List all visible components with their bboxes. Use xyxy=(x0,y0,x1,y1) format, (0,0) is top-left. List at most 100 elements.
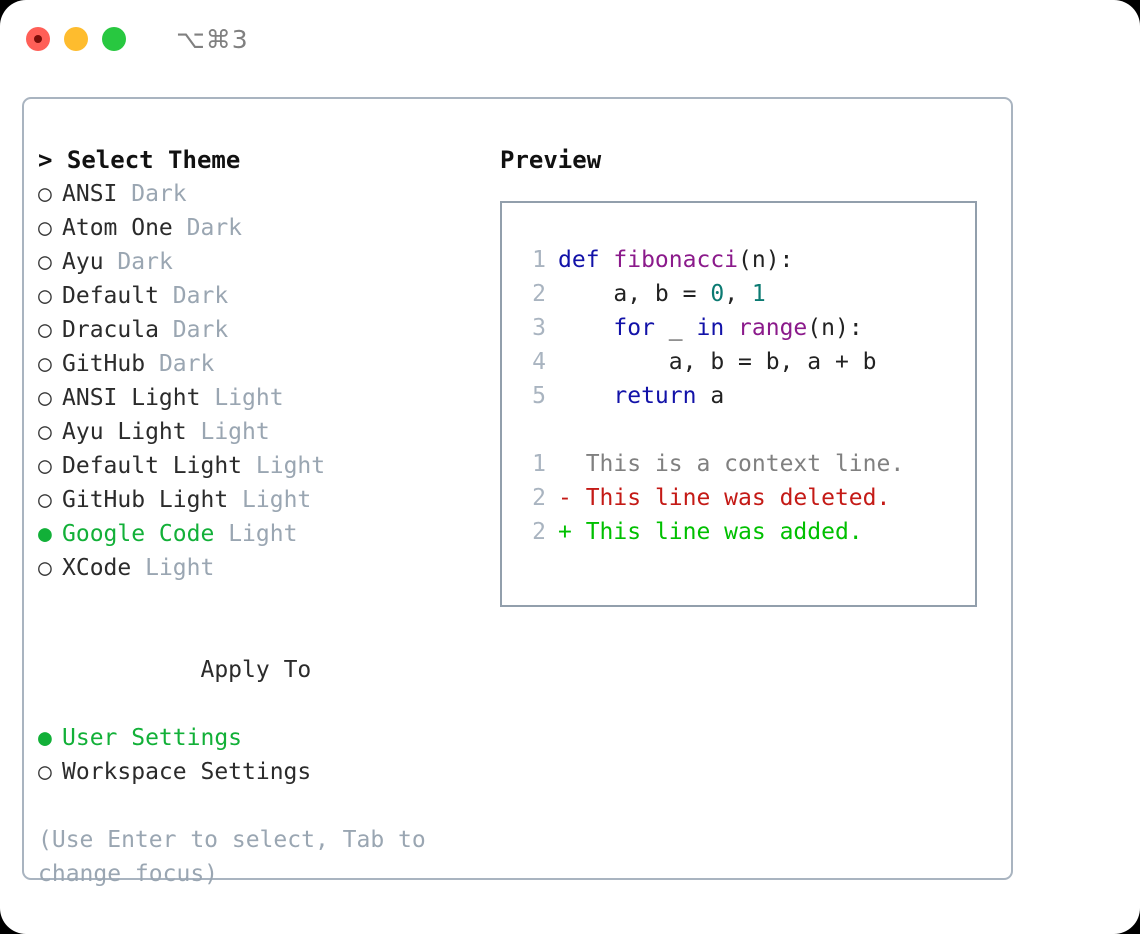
code-line: 2 a, b = 0, 1 xyxy=(520,277,975,311)
select-theme-header: > Select Theme xyxy=(38,146,241,174)
code-token: a xyxy=(696,383,725,409)
line-number: 2 xyxy=(532,519,546,545)
hint-text: (Use Enter to select, Tab to change focu… xyxy=(38,827,426,887)
code-token: (n): xyxy=(807,315,863,341)
main-panel: > Select Theme ○ANSI Dark○Atom One Dark○… xyxy=(22,97,1013,887)
code-token: for xyxy=(613,315,655,341)
maximize-button[interactable] xyxy=(102,27,126,51)
theme-list-item[interactable]: ○GitHub Light Light xyxy=(38,483,498,517)
theme-variant: Light xyxy=(200,419,270,445)
radio-unselected-icon[interactable]: ○ xyxy=(38,317,52,343)
title-bar: ⌥⌘3 xyxy=(0,0,1140,78)
theme-list-item[interactable]: ○ Dracula Dark xyxy=(38,313,498,347)
code-token: return xyxy=(613,383,697,409)
theme-picker-column: > Select Theme ○ANSI Dark○Atom One Dark○… xyxy=(38,143,498,891)
code-token: in xyxy=(696,315,725,341)
line-number: 1 xyxy=(532,247,546,273)
theme-list-item[interactable]: ○Default Light Light xyxy=(38,449,498,483)
diff-line: 2- This line was deleted. xyxy=(520,481,975,515)
radio-unselected-icon[interactable]: ○ xyxy=(38,419,52,445)
theme-name: GitHub xyxy=(62,351,146,377)
theme-list-item[interactable]: ○ ANSI Dark xyxy=(38,177,498,211)
radio-unselected-icon[interactable]: ○ xyxy=(38,555,52,581)
theme-list-item[interactable]: ○ Ayu Light Light xyxy=(38,415,498,449)
diff-marker xyxy=(558,451,572,477)
diff-sample: 1 This is a context line.2- This line wa… xyxy=(520,447,975,549)
apply-to-label-text: User Settings xyxy=(62,725,243,751)
theme-list-item[interactable]: ● Google Code Light xyxy=(38,517,498,551)
theme-variant: Light xyxy=(145,555,215,581)
theme-name: Ayu Light xyxy=(62,419,187,445)
radio-unselected-icon[interactable]: ○ xyxy=(38,351,52,377)
line-number: 1 xyxy=(532,451,546,477)
line-number: 2 xyxy=(532,281,546,307)
theme-list-item[interactable]: ○Atom One Dark xyxy=(38,211,498,245)
code-line: 1 def fibonacci(n): xyxy=(520,243,975,277)
apply-to-header: ○Apply To xyxy=(38,619,498,721)
radio-selected-icon[interactable]: ● xyxy=(38,521,52,547)
code-token: a, b = xyxy=(558,281,711,307)
radio-selected-icon[interactable]: ● xyxy=(38,725,52,751)
radio-unselected-icon[interactable]: ○ xyxy=(38,487,52,513)
theme-name: Default xyxy=(62,283,159,309)
code-token: (n): xyxy=(738,247,794,273)
bullet-spacer: ○ xyxy=(176,653,200,687)
theme-list-item[interactable]: ○ Ayu Dark xyxy=(38,245,498,279)
theme-name: Atom One xyxy=(62,215,173,241)
theme-list[interactable]: ○ANSI Dark○Atom One Dark○Ayu Dark○Defaul… xyxy=(38,177,498,585)
diff-line: 1 This is a context line. xyxy=(520,447,975,481)
diff-text: This is a context line. xyxy=(571,451,905,477)
apply-to-item[interactable]: ○ Workspace Settings xyxy=(38,755,498,789)
theme-variant: Light xyxy=(214,385,284,411)
diff-text: This line was added. xyxy=(571,519,863,545)
minimize-button[interactable] xyxy=(64,27,88,51)
diff-marker: + xyxy=(558,519,572,545)
code-token: fibonacci xyxy=(613,247,739,273)
theme-variant: Light xyxy=(255,453,326,479)
apply-to-label: Apply To xyxy=(200,657,312,683)
radio-unselected-icon[interactable]: ○ xyxy=(38,759,52,785)
code-diff-spacer xyxy=(520,413,975,447)
keyboard-shortcut-label: ⌥⌘3 xyxy=(176,24,249,54)
theme-variant: Dark xyxy=(172,317,229,343)
diff-marker: - xyxy=(558,485,572,511)
apply-to-item[interactable]: ● User Settings xyxy=(38,721,498,755)
line-number: 5 xyxy=(532,383,546,409)
theme-variant: Light xyxy=(228,521,298,547)
code-token: 0 xyxy=(710,281,725,307)
radio-unselected-icon[interactable]: ○ xyxy=(38,385,52,411)
theme-variant: Dark xyxy=(158,351,215,377)
preview-title: Preview xyxy=(500,146,602,174)
theme-name: Ayu xyxy=(62,249,104,275)
code-line: 5 return a xyxy=(520,379,975,413)
close-button[interactable] xyxy=(26,27,50,51)
theme-variant: Dark xyxy=(131,181,187,207)
radio-unselected-icon[interactable]: ○ xyxy=(38,283,52,309)
diff-text: This line was deleted. xyxy=(571,485,891,511)
theme-variant: Dark xyxy=(117,249,173,275)
theme-list-item[interactable]: ○ ANSI Light Light xyxy=(38,381,498,415)
line-number: 3 xyxy=(532,315,546,341)
theme-name: ANSI xyxy=(62,181,118,207)
code-token: def xyxy=(558,247,614,273)
theme-variant: Light xyxy=(242,487,312,513)
theme-name: Google Code xyxy=(62,521,215,547)
radio-unselected-icon[interactable]: ○ xyxy=(38,249,52,275)
radio-unselected-icon[interactable]: ○ xyxy=(38,181,52,207)
apply-to-label-text: Workspace Settings xyxy=(62,759,312,785)
theme-list-item[interactable]: ○XCode Light xyxy=(38,551,498,585)
theme-name: Dracula xyxy=(62,317,159,343)
code-token: 1 xyxy=(751,281,766,307)
line-number: 2 xyxy=(532,485,546,511)
spacer xyxy=(38,585,498,619)
theme-list-item[interactable]: ○Default Dark xyxy=(38,279,498,313)
radio-unselected-icon[interactable]: ○ xyxy=(38,215,52,241)
apply-to-list[interactable]: ● User Settings ○ Workspace Settings xyxy=(38,721,498,789)
code-token: a, b = b, a + b xyxy=(558,349,877,375)
code-token: _ xyxy=(654,315,697,341)
theme-name: ANSI Light xyxy=(62,385,201,411)
radio-unselected-icon[interactable]: ○ xyxy=(38,453,52,479)
theme-list-item[interactable]: ○ GitHub Dark xyxy=(38,347,498,381)
